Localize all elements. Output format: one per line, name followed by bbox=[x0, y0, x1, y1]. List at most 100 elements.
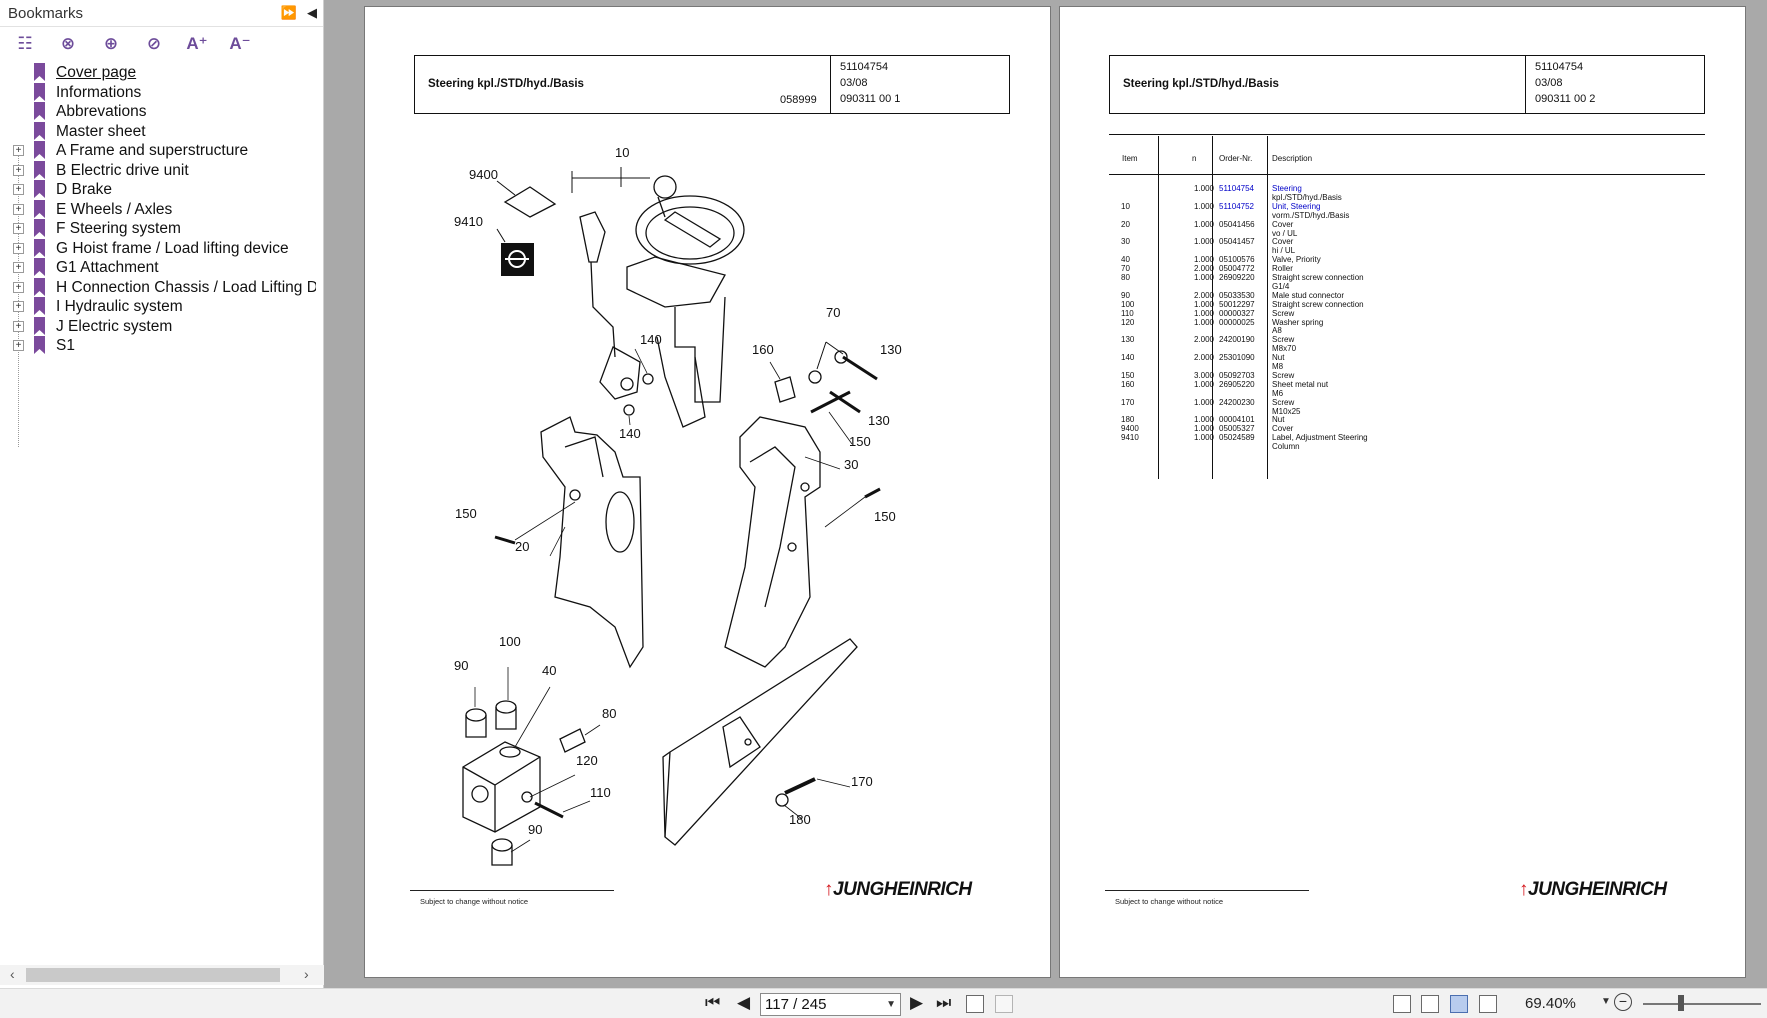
cell-n: 3.000 bbox=[1193, 370, 1214, 380]
cell-order: 05100576 bbox=[1219, 255, 1255, 265]
header-order-number: Order-Nr. bbox=[1219, 154, 1253, 163]
callout-90-top: 90 bbox=[454, 658, 469, 673]
expand-icon[interactable]: + bbox=[13, 320, 24, 332]
scroll-right-icon[interactable]: › bbox=[304, 966, 309, 982]
cell-order[interactable]: 51104754 bbox=[1219, 184, 1254, 193]
bookmark-options-icon[interactable]: ☷ bbox=[17, 34, 33, 53]
bookmark-properties-icon[interactable]: ⊘ bbox=[146, 34, 162, 53]
cell-order: 26909220 bbox=[1219, 273, 1255, 282]
increase-font-icon[interactable]: A⁺ bbox=[186, 34, 208, 53]
cell-order: 05024589 bbox=[1219, 433, 1255, 443]
cell-item: 70 bbox=[1121, 264, 1130, 274]
title-block: Steering kpl./STD/hyd./Basis 058999 5110… bbox=[414, 55, 1010, 114]
cell-item: 180 bbox=[1121, 415, 1135, 425]
cell-desc: Cover bbox=[1272, 219, 1294, 229]
fit-page-icon[interactable] bbox=[966, 995, 984, 1013]
zoom-out-icon[interactable]: − bbox=[1614, 993, 1632, 1011]
bookmark-label: G Hoist frame / Load lifting device bbox=[56, 239, 289, 257]
expand-icon[interactable]: + bbox=[13, 223, 24, 234]
cell-desc: M6 bbox=[1272, 388, 1284, 398]
first-page-icon[interactable]: ⏮ bbox=[705, 993, 721, 1012]
chevron-down-icon[interactable]: ▼ bbox=[886, 999, 896, 1010]
expand-icon[interactable]: + bbox=[13, 281, 24, 293]
callout-140-bottom: 140 bbox=[619, 426, 641, 441]
scroll-left-icon[interactable]: ‹ bbox=[10, 966, 15, 982]
two-page-view-icon[interactable] bbox=[1450, 995, 1468, 1013]
fit-width-icon[interactable] bbox=[995, 995, 1013, 1013]
delete-bookmark-icon[interactable]: ⊗ bbox=[60, 34, 76, 53]
horizontal-scrollbar[interactable]: ‹ › bbox=[0, 965, 324, 985]
header-item: Item bbox=[1122, 154, 1138, 163]
bookmark-icon bbox=[34, 297, 45, 315]
last-page-icon[interactable]: ⏭ bbox=[936, 993, 952, 1012]
add-bookmark-icon[interactable]: ⊕ bbox=[103, 34, 119, 53]
cell-desc: M8x70 bbox=[1272, 344, 1297, 354]
two-page-continuous-view-icon[interactable] bbox=[1479, 995, 1497, 1013]
expand-icon[interactable]: + bbox=[13, 184, 24, 195]
page-117: Steering kpl./STD/hyd./Basis 058999 5110… bbox=[364, 6, 1051, 978]
cell-item: 9400 bbox=[1121, 424, 1139, 434]
callout-160: 160 bbox=[752, 342, 774, 357]
cell-order[interactable]: 51104752 bbox=[1219, 201, 1254, 211]
zoom-level[interactable]: 69.40% bbox=[1525, 995, 1576, 1012]
collapse-panel-icon[interactable]: ◀ bbox=[307, 5, 317, 20]
cell-order: 26905220 bbox=[1219, 379, 1255, 389]
revision-date: 03/08 bbox=[840, 77, 868, 89]
zoom-slider-thumb[interactable] bbox=[1678, 995, 1684, 1011]
cell-n: 2.000 bbox=[1193, 290, 1214, 300]
callout-30: 30 bbox=[844, 457, 859, 472]
table-row: A8 bbox=[1109, 326, 1705, 336]
document-code: 090311 00 2 bbox=[1535, 93, 1596, 105]
cell-n: 1.000 bbox=[1193, 308, 1214, 318]
cell-desc: vorm./STD/hyd./Basis bbox=[1272, 210, 1350, 220]
page-title: Steering kpl./STD/hyd./Basis bbox=[428, 78, 584, 90]
header-quantity: n bbox=[1192, 154, 1197, 163]
expand-icon[interactable]: + bbox=[13, 164, 24, 176]
bookmarks-title: Bookmarks bbox=[8, 4, 84, 22]
cell-desc[interactable]: Steering bbox=[1272, 184, 1302, 193]
cell-desc: Screw bbox=[1272, 335, 1295, 345]
bookmark-icon bbox=[34, 121, 45, 140]
cell-desc[interactable]: Unit, Steering bbox=[1272, 201, 1321, 211]
callout-130-bottom: 130 bbox=[868, 413, 890, 428]
continuous-view-icon[interactable] bbox=[1421, 995, 1439, 1013]
cell-item: 80 bbox=[1121, 273, 1130, 282]
cell-desc: hi / UL bbox=[1272, 246, 1296, 256]
single-page-view-icon[interactable] bbox=[1393, 995, 1411, 1013]
page-number-input[interactable]: 117 / 245 ▼ bbox=[760, 993, 901, 1016]
callout-70: 70 bbox=[826, 305, 841, 320]
zoom-slider[interactable] bbox=[1643, 1003, 1761, 1005]
scrollbar-thumb[interactable] bbox=[26, 968, 280, 982]
cell-desc: Straight screw connection bbox=[1272, 273, 1364, 282]
zoom-dropdown-icon[interactable]: ▼ bbox=[1601, 996, 1611, 1007]
document-area[interactable]: Steering kpl./STD/hyd./Basis 058999 5110… bbox=[324, 0, 1767, 988]
expand-icon[interactable]: + bbox=[13, 145, 24, 156]
expand-icon[interactable]: + bbox=[13, 242, 24, 254]
expand-icon[interactable]: + bbox=[13, 301, 24, 312]
cell-order: 05033530 bbox=[1219, 290, 1255, 300]
decrease-font-icon[interactable]: A⁻ bbox=[229, 34, 251, 53]
bookmark-icon bbox=[34, 82, 45, 101]
expand-panel-icon[interactable]: ⏩ bbox=[280, 5, 297, 20]
cell-desc: G1/4 bbox=[1272, 281, 1290, 291]
callout-90-bottom: 90 bbox=[528, 822, 543, 837]
cell-desc: Washer spring bbox=[1272, 317, 1324, 327]
cell-desc: Cover bbox=[1272, 237, 1294, 247]
cell-desc: M10x25 bbox=[1272, 406, 1301, 416]
previous-page-icon[interactable]: ◀ bbox=[737, 993, 751, 1012]
cell-n: 1.000 bbox=[1193, 317, 1214, 327]
cell-desc: Male stud connector bbox=[1272, 290, 1345, 300]
bookmark-icon bbox=[34, 336, 45, 354]
expand-icon[interactable]: + bbox=[13, 203, 24, 215]
next-page-icon[interactable]: ▶ bbox=[910, 993, 924, 1012]
cell-n: 1.000 bbox=[1193, 273, 1214, 282]
expand-icon[interactable]: + bbox=[13, 262, 24, 273]
cell-desc: M8 bbox=[1272, 362, 1284, 371]
expand-icon[interactable]: + bbox=[13, 340, 24, 351]
